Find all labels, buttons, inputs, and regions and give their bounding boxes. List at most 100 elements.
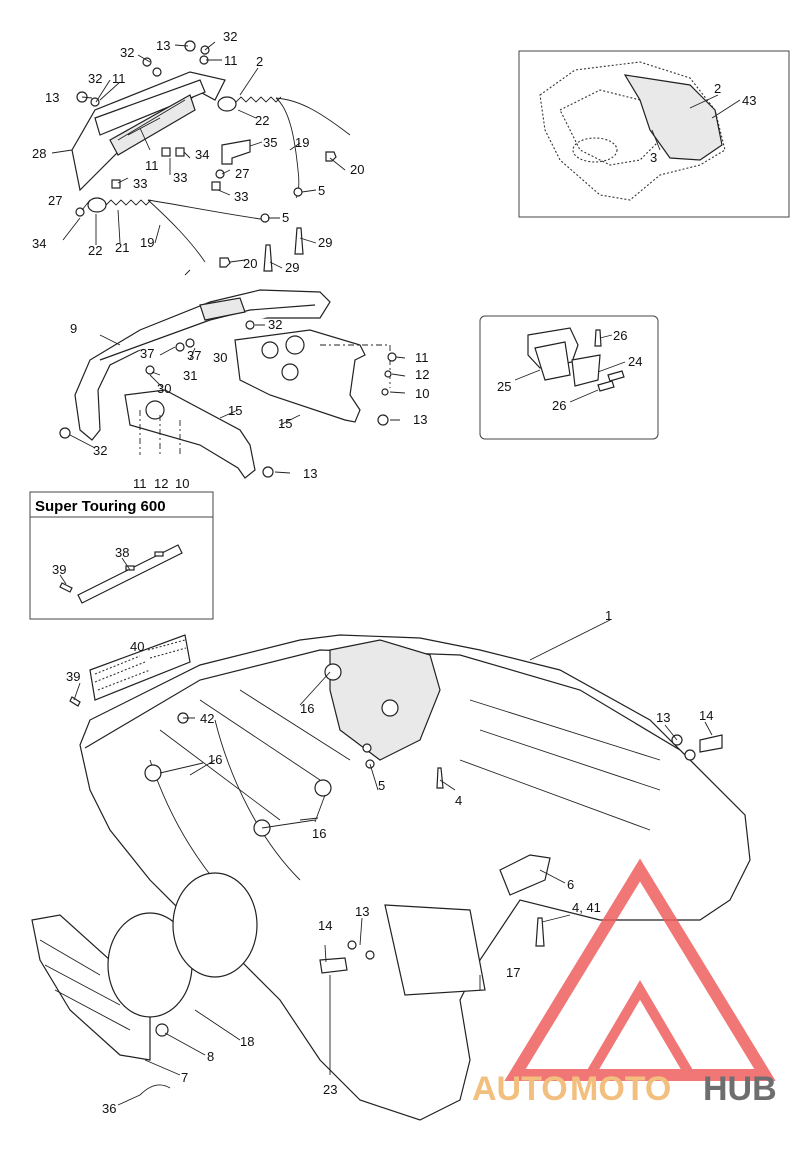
callout: 28 (32, 146, 46, 161)
callout: 40 (130, 639, 144, 654)
callout: 9 (70, 321, 77, 336)
callout: 12 (415, 367, 429, 382)
callout: 26 (552, 398, 566, 413)
callout: 27 (48, 193, 62, 208)
callout: 1 (605, 608, 612, 623)
callout: 13 (656, 710, 670, 725)
callout: 4, 41 (572, 900, 601, 915)
callout: 29 (318, 235, 332, 250)
callout: 15 (228, 403, 242, 418)
bumper-assembly: 11 12 10 13 13 11 12 10 32 32 9 37 37 30… (59, 289, 429, 491)
bolt-33-icon (111, 179, 121, 189)
upper-spring (217, 96, 351, 199)
callout: 7 (181, 1070, 188, 1085)
callout: 33 (133, 176, 147, 191)
clip-bracket-inset: 26 24 25 26 (479, 315, 659, 440)
lower-spring (87, 197, 269, 263)
bottom-pan (31, 619, 751, 1121)
callout: 11 (415, 350, 429, 365)
callout: 16 (312, 826, 326, 841)
callout: 10 (175, 476, 189, 491)
watermark-logo: AUTO MOTO HUB (472, 858, 777, 1108)
bracket-35-icon (221, 139, 251, 165)
pin-29-icon (263, 244, 273, 272)
callout: 35 (263, 135, 277, 150)
callout: 15 (278, 416, 292, 431)
callout: 26 (613, 328, 627, 343)
callout: 38 (115, 545, 129, 560)
callout: 13 (45, 90, 59, 105)
callout: 16 (300, 701, 314, 716)
callout: 23 (323, 1082, 337, 1097)
callout: 13 (355, 904, 369, 919)
washer-32-icon (142, 57, 152, 67)
callout: 5 (378, 778, 385, 793)
callout: 13 (413, 412, 427, 427)
callout: 11 (133, 476, 147, 491)
callout: 30 (213, 350, 227, 365)
pin-29-icon (294, 227, 304, 255)
screw-20-icon (219, 257, 231, 268)
callout: 31 (183, 368, 197, 383)
callout: 2 (256, 54, 263, 69)
callout: 22 (255, 113, 269, 128)
callout: 27 (235, 166, 249, 181)
bolt-11-icon (161, 147, 171, 157)
callout: 32 (120, 45, 134, 60)
callout: 16 (208, 752, 222, 767)
callout: 11 (112, 71, 126, 86)
callout: 43 (742, 93, 756, 108)
callout: 32 (223, 29, 237, 44)
callout: 5 (282, 210, 289, 225)
callout: 20 (243, 256, 257, 271)
callout: 6 (567, 877, 574, 892)
callout: 22 (88, 243, 102, 258)
callout: 34 (32, 236, 46, 251)
bolt-33-icon (175, 147, 185, 157)
callout: 20 (350, 162, 364, 177)
callout: 24 (628, 354, 642, 369)
logo-text-hub: HUB (703, 1070, 777, 1108)
location-inset: 2 43 3 (518, 50, 790, 218)
logo-text-auto: AUTO (472, 1070, 568, 1108)
callout: 18 (240, 1034, 254, 1049)
callout: 32 (88, 71, 102, 86)
clip-5-icon (260, 213, 270, 223)
callout: 11 (224, 53, 238, 68)
clip-5-icon (293, 187, 303, 197)
callout: 19 (140, 235, 154, 250)
screw-20-icon (325, 151, 337, 162)
callout: 14 (699, 708, 713, 723)
callout: 29 (285, 260, 299, 275)
callout: 25 (497, 379, 511, 394)
callout: 14 (318, 918, 332, 933)
callout: 4 (455, 793, 462, 808)
callout: 11 (145, 158, 159, 173)
bolt-33-icon (211, 181, 221, 191)
super-touring-600-box: Super Touring 600 38 39 (29, 491, 214, 620)
washer-27-icon (215, 169, 225, 179)
callout: 32 (268, 317, 282, 332)
callouts-bottom: 1 40 39 16 42 13 14 16 5 4 16 6 4, 41 14… (66, 608, 713, 1116)
callout: 39 (66, 669, 80, 684)
callout: 3 (650, 150, 657, 165)
callout: 10 (415, 386, 429, 401)
logo-text-moto: MOTO (570, 1070, 671, 1108)
callout: 2 (714, 81, 721, 96)
callout: 13 (303, 466, 317, 481)
callout: 13 (156, 38, 170, 53)
front-support-assembly (51, 40, 351, 276)
callout: 12 (154, 476, 168, 491)
callout: 21 (115, 240, 129, 255)
callouts-top-left: 13 32 32 11 2 32 11 13 22 35 19 28 34 11… (32, 29, 364, 275)
callout: 8 (207, 1049, 214, 1064)
washer-32-icon (152, 67, 162, 77)
box-title: Super Touring 600 (35, 498, 166, 515)
callout: 17 (506, 965, 520, 980)
callout: 33 (234, 189, 248, 204)
callout: 36 (102, 1101, 116, 1116)
callout: 34 (195, 147, 209, 162)
callout: 37 (187, 348, 201, 363)
callout: 39 (52, 562, 66, 577)
